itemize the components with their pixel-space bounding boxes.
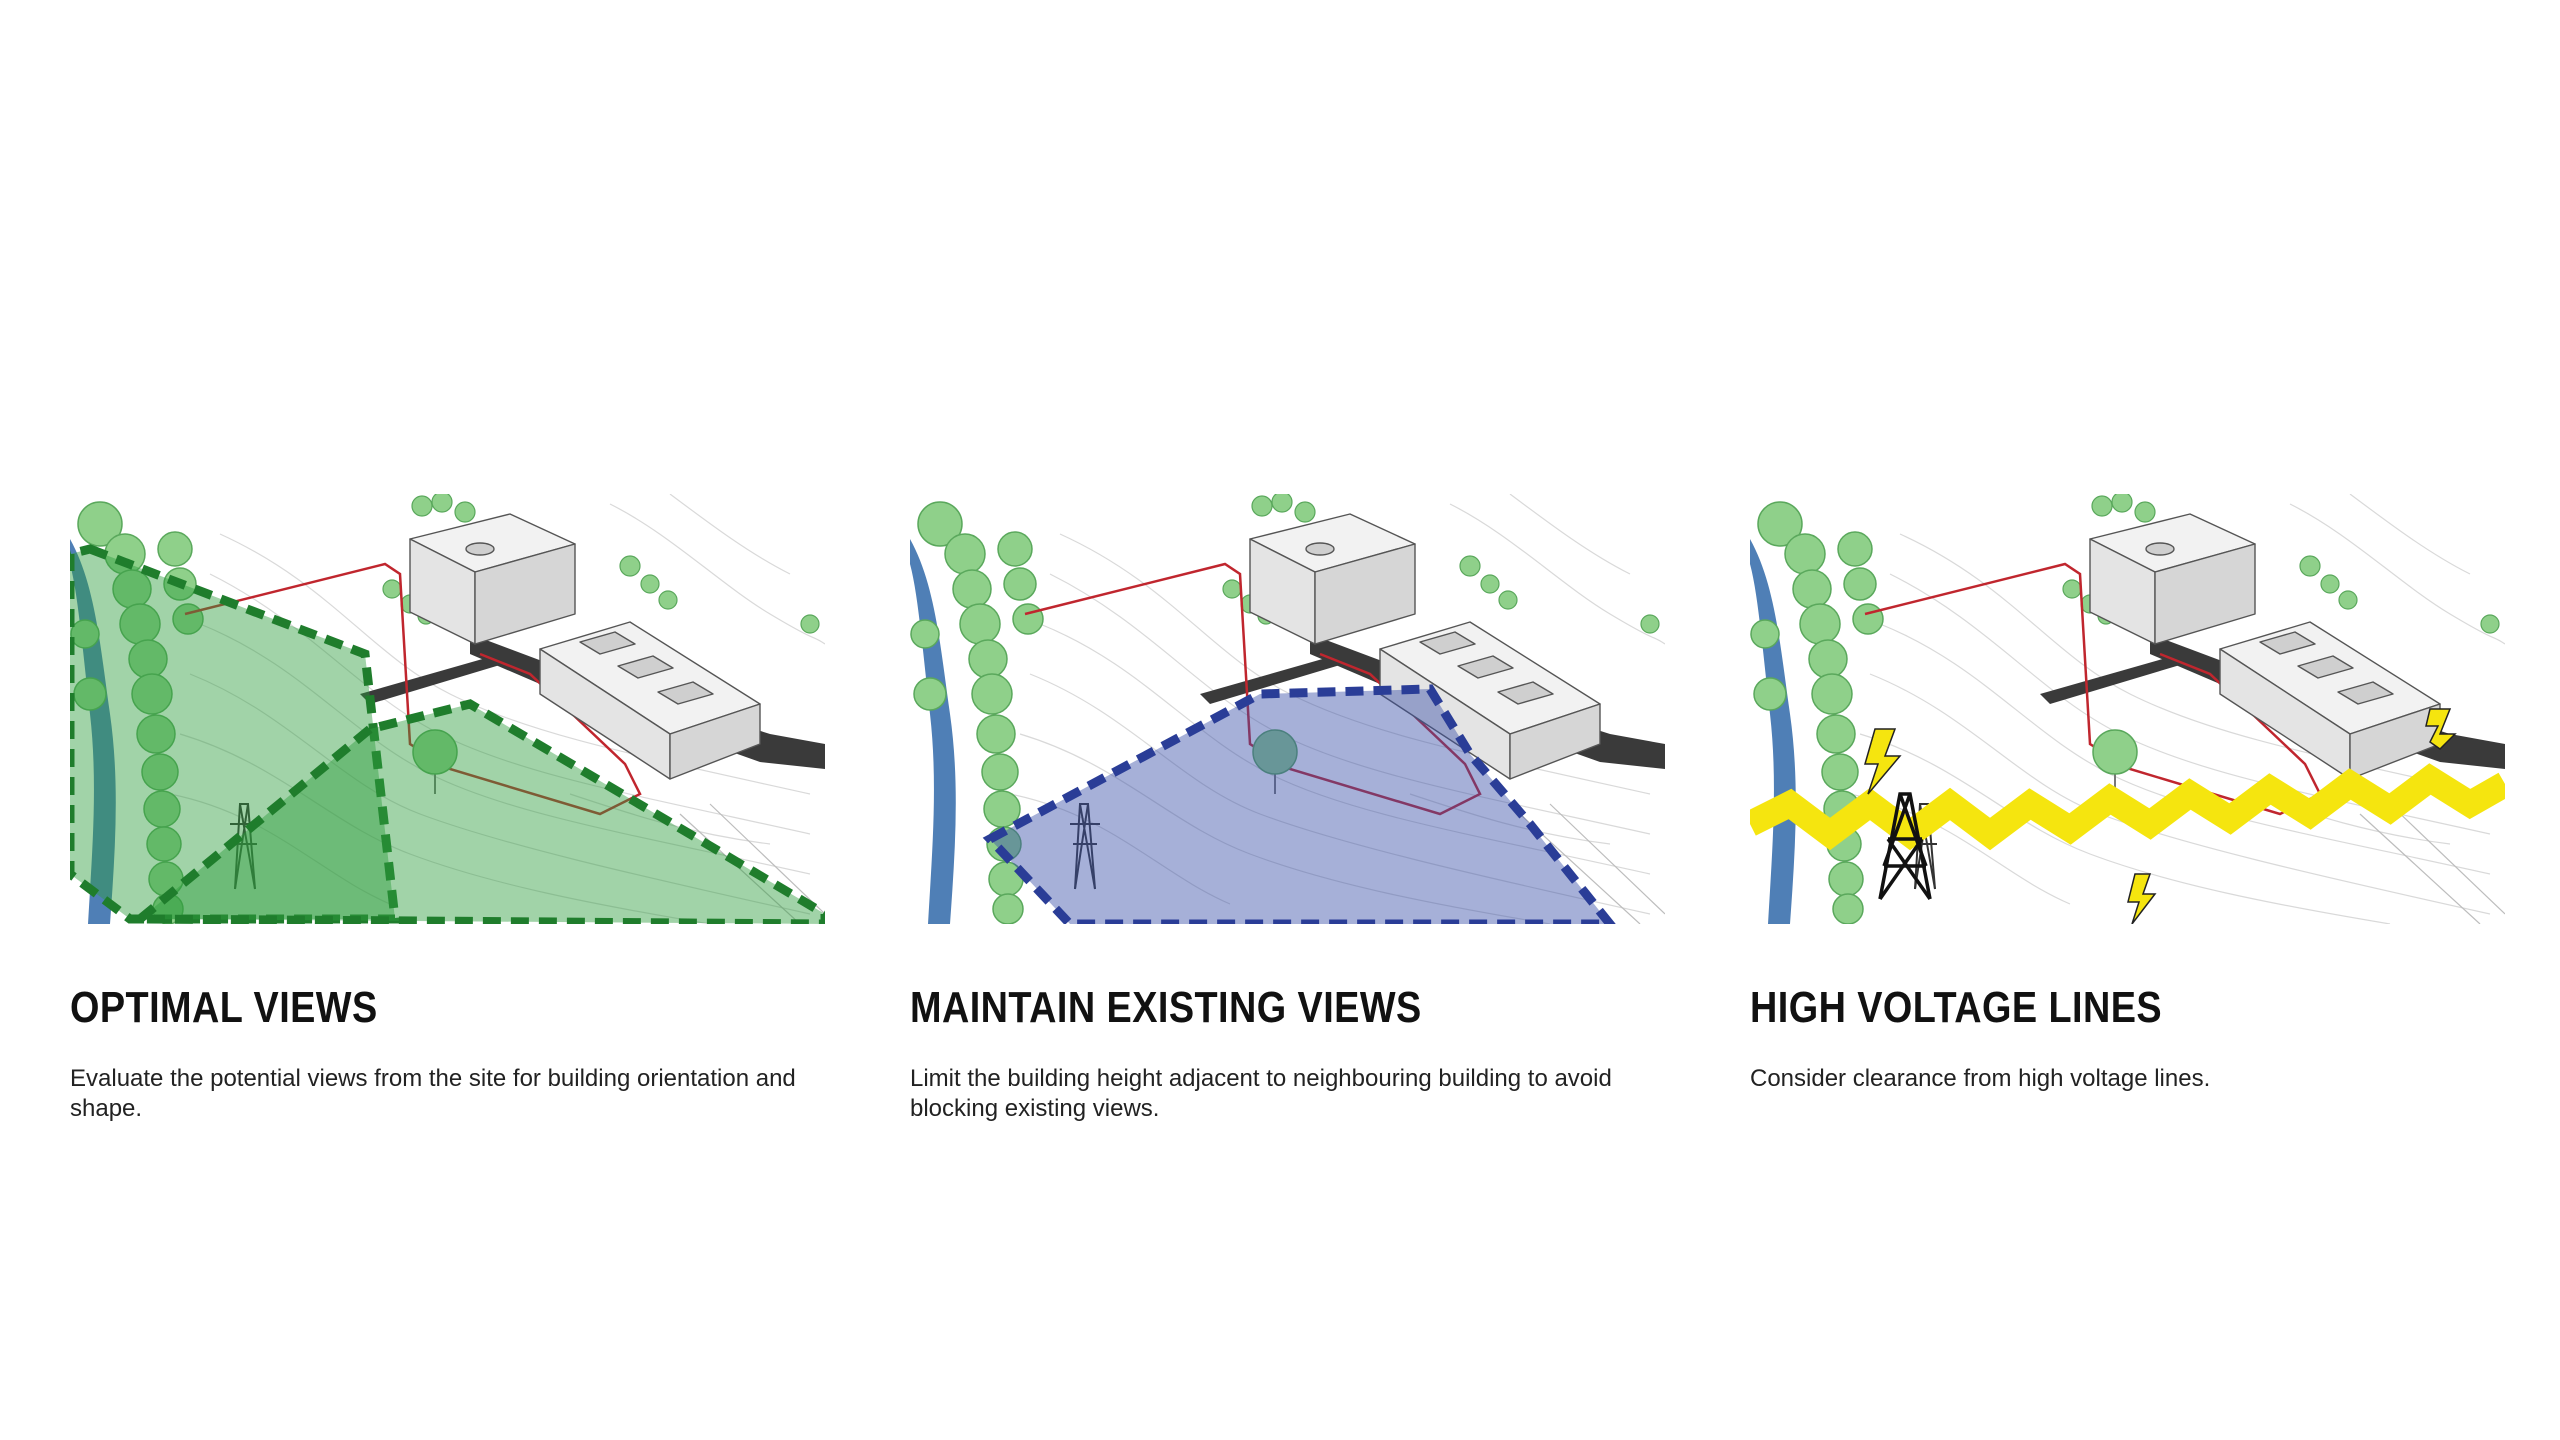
- existing-view-zone: [982, 684, 1616, 924]
- panel-title: OPTIMAL VIEWS: [70, 983, 378, 1032]
- lightning-icon: [1864, 708, 2457, 924]
- view-cone-2: [127, 699, 825, 924]
- maintain-existing-views-diagram: [910, 494, 1665, 924]
- panel-title: MAINTAIN EXISTING VIEWS: [910, 983, 1422, 1032]
- panel-description: Evaluate the potential views from the si…: [70, 1065, 796, 1122]
- high-voltage-lines-diagram: [1750, 494, 2505, 924]
- panel-high-voltage-lines: HIGH VOLTAGE LINES Consider clearance fr…: [1750, 494, 2505, 1094]
- view-cone-1: [70, 544, 401, 924]
- panel-description: Limit the building height adjacent to ne…: [910, 1065, 1612, 1122]
- panel-optimal-views: OPTIMAL VIEWS Evaluate the potential vie…: [70, 494, 825, 1124]
- optimal-views-diagram: [70, 494, 825, 924]
- panel-description: Consider clearance from high voltage lin…: [1750, 1065, 2211, 1092]
- high-voltage-line: [1750, 763, 2505, 851]
- panel-title: HIGH VOLTAGE LINES: [1750, 983, 2163, 1032]
- panel-maintain-existing-views: MAINTAIN EXISTING VIEWS Limit the buildi…: [910, 494, 1665, 1124]
- pylon-icon: [1878, 792, 1932, 901]
